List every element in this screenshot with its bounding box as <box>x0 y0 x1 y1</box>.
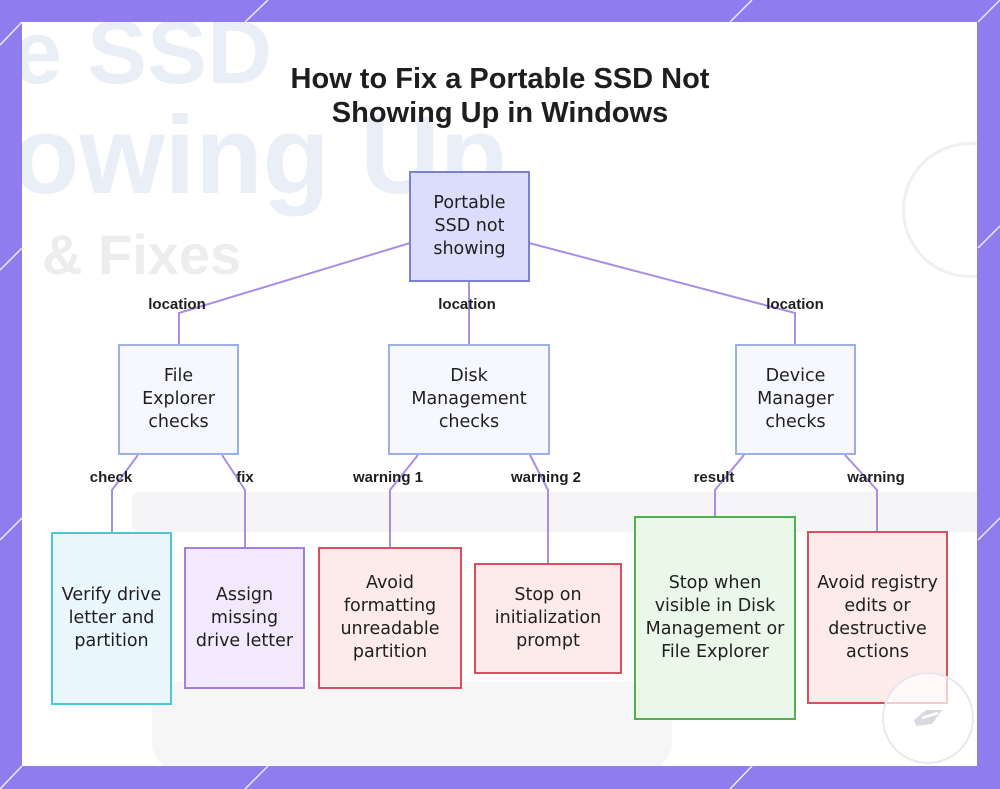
title-line-1: How to Fix a Portable SSD Not <box>290 63 710 95</box>
background-ghost-shape <box>152 682 672 766</box>
background-ghost-text: & Fixes <box>42 223 242 286</box>
node-stop-when-visible: Stop when visible in Disk Management or … <box>634 516 796 720</box>
edge-label-warning-2: warning 2 <box>510 469 582 486</box>
edge-label-fix: fix <box>236 469 254 486</box>
node-stop-initialization: Stop on initialization prompt <box>474 563 622 674</box>
node-root: Portable SSD not showing <box>409 171 530 282</box>
node-assign-drive-letter: Assign missing drive letter <box>184 547 305 689</box>
connector-root-file-explorer <box>178 242 411 345</box>
connector-fe-verify <box>111 454 139 533</box>
connector-dev-avoid-registry <box>844 454 878 532</box>
edge-label-warning-1: warning 1 <box>352 469 424 486</box>
node-avoid-formatting: Avoid formatting unreadable partition <box>318 547 462 689</box>
edge-label-location: location <box>148 296 206 313</box>
brand-logo-icon <box>914 710 942 726</box>
edge-label-check: check <box>89 469 133 486</box>
connector-fe-assign <box>221 454 246 548</box>
node-file-explorer-checks: File Explorer checks <box>118 344 239 455</box>
background-ghost-text: e SSD <box>22 22 273 103</box>
edge-label-location: location <box>438 296 496 313</box>
node-disk-management-checks: Disk Management checks <box>388 344 550 455</box>
title-line-2: Showing Up in Windows <box>331 97 669 129</box>
connector-dm-stop-init <box>529 454 549 564</box>
node-verify-drive-letter: Verify drive letter and partition <box>51 532 172 705</box>
edge-label-result: result <box>693 469 735 486</box>
node-device-manager-checks: Device Manager checks <box>735 344 856 455</box>
connector-dm-avoid-formatting <box>389 454 419 548</box>
connector-dev-stop-visible <box>714 454 745 517</box>
edge-label-warning: warning <box>847 469 905 486</box>
edge-label-location: location <box>766 296 824 313</box>
diagram-title: How to Fix a Portable SSD Not Showing Up… <box>0 62 1000 130</box>
watermark-badge <box>882 672 974 764</box>
connector-root-device-manager <box>528 242 796 345</box>
background-ghost-bar <box>132 492 977 532</box>
